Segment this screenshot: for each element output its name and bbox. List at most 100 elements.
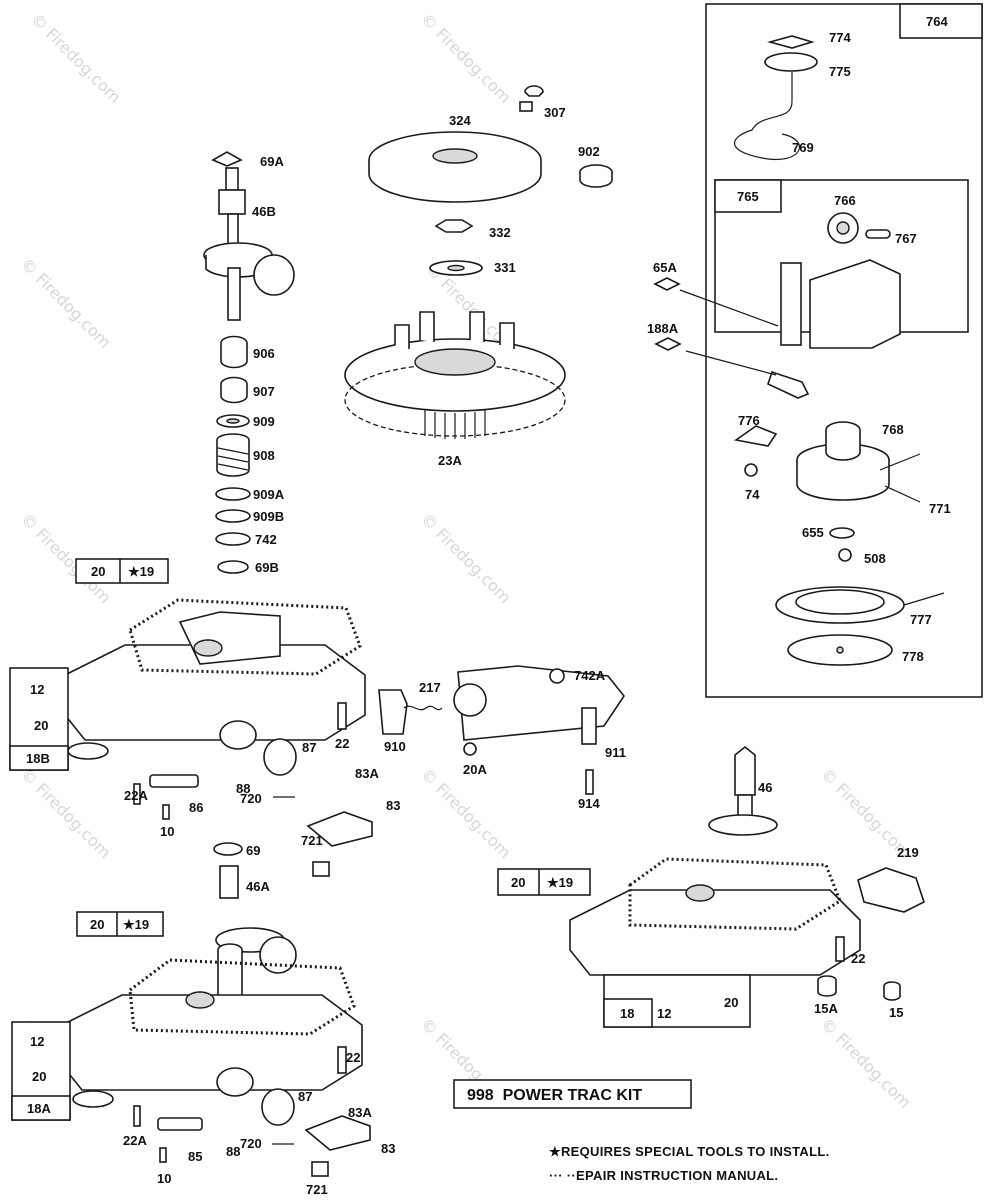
label-188a: 188A [647,321,679,336]
box-18-tag [603,998,653,1028]
flywheel-labels: 324 307 902 332 331 23A [438,105,600,468]
right-sump-boxes: 20 ★19 18 [497,868,751,1028]
label-219: 219 [897,845,919,860]
label-20: 20 [34,718,48,733]
label-508: 508 [864,551,886,566]
box-764-tag [899,3,983,39]
watermark: © Firedog.com [417,9,515,107]
governor-shaft-assembly [203,151,295,574]
watermark: © Firedog.com [417,509,515,607]
label-15: 15 [889,1005,903,1020]
right-kit-left: 20 [511,875,525,890]
watermark: © Firedog.com [417,764,515,862]
box-764 [705,3,983,698]
bottom-sump-labels: 69 46A 12 20 22 87 22A 85 88 10 83A 720 … [30,843,395,1197]
label-720: 720 [240,791,262,806]
label-12: 12 [30,682,44,697]
flywheel-assembly [344,85,613,439]
label-307: 307 [544,105,566,120]
label-20a: 20A [463,762,487,777]
starter-labels: 774 775 769 766 767 65A 188A 776 768 74 … [647,30,951,664]
governor-labels: 69A 46B 906 907 909 908 909A 909B 742 69… [252,154,285,575]
right-kit-box [497,868,591,896]
label-74: 74 [745,487,760,502]
label-909b: 909B [253,509,284,524]
footer: 998 POWER TRAC KIT ★REQUIRES SPECIAL TOO… [453,1079,830,1183]
label-46b: 46B [252,204,276,219]
label-23a: 23A [438,453,462,468]
label-83-bottom: 83 [381,1141,395,1156]
watermark: © Firedog.com [17,509,115,607]
label-332: 332 [489,225,511,240]
right-sump-assembly [569,745,925,1011]
label-69b: 69B [255,560,279,575]
label-906: 906 [253,346,275,361]
label-768: 768 [882,422,904,437]
label-655: 655 [802,525,824,540]
label-85: 85 [188,1149,202,1164]
label-87: 87 [302,740,316,755]
label-910: 910 [384,739,406,754]
label-911: 911 [605,745,626,760]
label-771: 771 [929,501,951,516]
label-331: 331 [494,260,516,275]
linkage-assembly [378,665,625,795]
label-20-right: 20 [724,995,738,1010]
watermark: © Firedog.com [817,1014,915,1112]
top-sump-labels: 12 20 22 87 22A 86 88 10 83A 720 83 721 [30,682,400,848]
label-778: 778 [902,649,924,664]
bottom-kit-box [76,911,164,937]
linkage-labels: 217 742A 910 20A 911 914 [384,668,626,811]
label-766: 766 [834,193,856,208]
box-765-label: 765 [737,189,759,204]
box-18a-label: 18A [27,1101,51,1116]
label-774: 774 [829,30,851,45]
label-907: 907 [253,384,275,399]
label-69: 69 [246,843,260,858]
box-18b-label: 18B [26,751,50,766]
top-kit-left: 20 [91,564,105,579]
note-special-tools: ★REQUIRES SPECIAL TOOLS TO INSTALL. [549,1144,830,1159]
label-767: 767 [895,231,917,246]
power-trac-kit-box [453,1079,692,1109]
label-46a: 46A [246,879,270,894]
box-765-tag [714,179,782,213]
watermark: © Firedog.com [27,9,125,107]
label-83a-bottom: 83A [348,1105,372,1120]
label-776: 776 [738,413,760,428]
label-721: 721 [301,833,323,848]
top-kit-box [75,558,169,584]
label-22a: 22A [124,788,148,803]
watermark: © Firedog.com [17,254,115,352]
label-742a: 742A [574,668,606,683]
power-trac-kit-label: 998 POWER TRAC KIT [467,1087,642,1104]
top-sump-boxes: 20 ★19 18B [9,558,169,771]
label-22-bottom: 22 [346,1050,360,1065]
label-742: 742 [255,532,277,547]
bottom-kit-right: ★19 [123,917,149,932]
label-324: 324 [449,113,471,128]
label-86: 86 [189,800,203,815]
right-sump-labels: 46 219 22 15A 15 12 20 [657,780,919,1021]
watermark: © Firedog.com [17,764,115,862]
label-902: 902 [578,144,600,159]
label-88-bottom: 88 [226,1144,240,1159]
bottom-sump-assembly [61,842,371,1177]
label-87-bottom: 87 [298,1089,312,1104]
label-22: 22 [335,736,349,751]
top-kit-right: ★19 [128,564,154,579]
label-15a: 15A [814,1001,838,1016]
label-914: 914 [578,796,600,811]
label-88: 88 [236,781,250,796]
label-777: 777 [910,612,932,627]
label-775: 775 [829,64,851,79]
label-65a: 65A [653,260,677,275]
label-22-right: 22 [851,951,865,966]
label-909: 909 [253,414,275,429]
label-22a-bottom: 22A [123,1133,147,1148]
label-69a: 69A [260,154,284,169]
label-720-bottom: 720 [240,1136,262,1151]
bottom-sump-boxes: 20 ★19 18A [11,911,164,1121]
right-kit-right: ★19 [547,875,573,890]
